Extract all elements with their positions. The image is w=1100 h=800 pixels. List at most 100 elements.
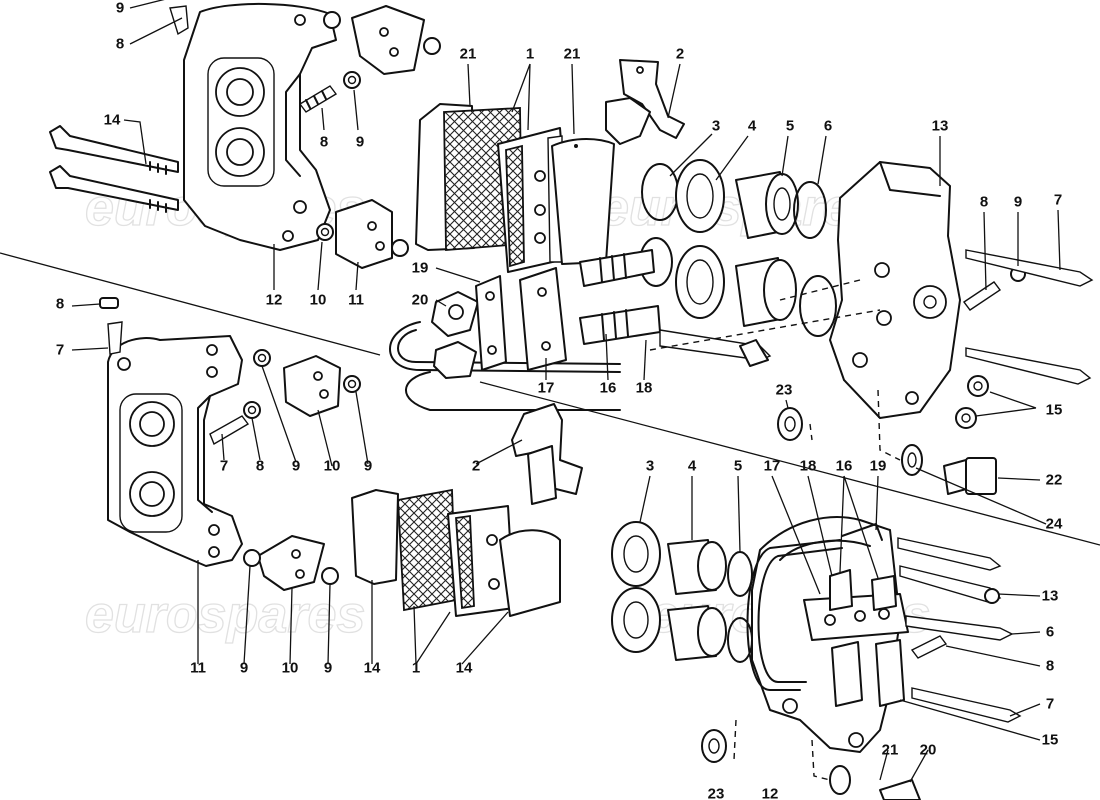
callout-number: 18 xyxy=(800,458,817,475)
callout-number: 23 xyxy=(708,786,725,800)
callout-number: 8 xyxy=(1046,658,1054,675)
dust-cap-9-upper xyxy=(343,71,361,89)
callout-number: 7 xyxy=(56,342,64,359)
callout-number: 9 xyxy=(116,0,124,17)
callout-number: 13 xyxy=(1042,588,1059,605)
alignment-line xyxy=(733,719,737,761)
callout-number: 10 xyxy=(324,458,341,475)
callout-number: 15 xyxy=(1042,732,1059,749)
callout-number: 16 xyxy=(836,458,853,475)
callout-number: 14 xyxy=(104,112,121,129)
bridge-pipe-assembly xyxy=(389,249,772,411)
caliper-bolt-7-right xyxy=(965,249,1094,385)
piston-seal-set-lower xyxy=(611,521,753,663)
callout-number: 9 xyxy=(324,660,332,677)
callout-number: 7 xyxy=(1054,192,1062,209)
brake-pad-set-upper xyxy=(415,103,615,273)
callout-number: 1 xyxy=(412,660,420,677)
callout-number: 2 xyxy=(472,458,480,475)
dust-cap-8-lower xyxy=(99,297,119,309)
callout-number: 8 xyxy=(116,36,124,53)
alignment-line xyxy=(877,389,901,461)
callout-number: 5 xyxy=(734,458,742,475)
callout-number: 11 xyxy=(190,660,206,677)
callout-number: 13 xyxy=(932,118,949,135)
caliper-housing-lower-right xyxy=(751,516,909,753)
nut-10-upper xyxy=(316,223,334,241)
callout-number: 20 xyxy=(412,292,429,309)
caliper-housing-upper-left xyxy=(183,3,337,251)
callout-number: 1 xyxy=(526,46,534,63)
callout-number: 8 xyxy=(56,296,64,313)
callout-number: 7 xyxy=(1046,696,1054,713)
brake-pad-set-lower xyxy=(351,488,561,617)
callout-number: 19 xyxy=(412,260,429,277)
alignment-line xyxy=(649,309,881,351)
section-divider-line xyxy=(0,252,381,356)
caliper-bolt-set-lower-right xyxy=(897,537,1022,723)
alignment-line xyxy=(779,279,861,301)
fittings-bottom xyxy=(701,729,921,800)
leader-lines xyxy=(71,0,1061,783)
callout-number: 7 xyxy=(220,458,228,475)
callout-number: 10 xyxy=(310,292,327,309)
piston-seal-set-middle xyxy=(639,237,837,337)
callout-number: 23 xyxy=(776,382,793,399)
callout-number: 9 xyxy=(1014,194,1022,211)
callout-number: 11 xyxy=(348,292,364,309)
piston-5-upper xyxy=(735,171,799,239)
callout-number: 17 xyxy=(538,380,555,397)
pad-retainer-10-lower xyxy=(283,355,341,417)
callout-number: 9 xyxy=(364,458,372,475)
callout-number: 8 xyxy=(980,194,988,211)
callout-number: 8 xyxy=(320,134,328,151)
alignment-line xyxy=(811,739,831,781)
bleed-screw-7-lower xyxy=(107,321,123,355)
washer-23-upper xyxy=(777,407,803,441)
callout-number: 24 xyxy=(1046,516,1063,533)
callout-number: 3 xyxy=(712,118,720,135)
callout-number: 4 xyxy=(748,118,757,135)
callout-number: 17 xyxy=(764,458,781,475)
retaining-clip-2-lower xyxy=(511,403,583,505)
callout-number: 12 xyxy=(762,786,779,800)
washer-24 xyxy=(901,444,923,476)
callout-number: 15 xyxy=(1046,402,1063,419)
callout-labels: 9 8 14 8 9 12 10 11 21 1 21 2 3 4 5 6 13… xyxy=(56,0,1063,800)
callout-number: 6 xyxy=(1046,624,1054,641)
callout-number: 19 xyxy=(870,458,887,475)
callout-number: 21 xyxy=(564,46,581,63)
callout-number: 18 xyxy=(636,380,653,397)
callout-number: 14 xyxy=(456,660,473,677)
dust-seal-4-upper xyxy=(675,159,725,233)
callout-number: 9 xyxy=(292,458,300,475)
anti-rattle-spring-upper xyxy=(605,59,685,145)
callout-number: 2 xyxy=(676,46,684,63)
alignment-line xyxy=(809,423,813,441)
callout-number: 20 xyxy=(920,742,937,759)
callout-number: 4 xyxy=(688,458,697,475)
callout-number: 8 xyxy=(256,458,264,475)
piston-seal-6-upper xyxy=(793,181,827,239)
watermark-text: eurospares xyxy=(85,586,365,644)
pad-retainer-11-upper xyxy=(335,199,409,269)
pad-retainer-top xyxy=(323,5,441,75)
callout-number: 22 xyxy=(1046,472,1063,489)
callout-number: 9 xyxy=(240,660,248,677)
callout-number: 21 xyxy=(882,742,899,759)
caliper-housing-lower-left xyxy=(107,335,243,567)
nut-15 xyxy=(955,375,989,429)
callout-number: 21 xyxy=(460,46,477,63)
callout-number: 10 xyxy=(282,660,299,677)
callout-number: 3 xyxy=(646,458,654,475)
callout-number: 12 xyxy=(266,292,283,309)
callout-number: 5 xyxy=(786,118,794,135)
bleed-screw-8-right xyxy=(962,266,1026,311)
callout-number: 16 xyxy=(600,380,617,397)
bleed-screw-8-upper xyxy=(298,85,338,113)
pad-retainer-10-bottom xyxy=(243,535,339,591)
callout-number: 6 xyxy=(824,118,832,135)
bolt-22 xyxy=(943,457,997,495)
